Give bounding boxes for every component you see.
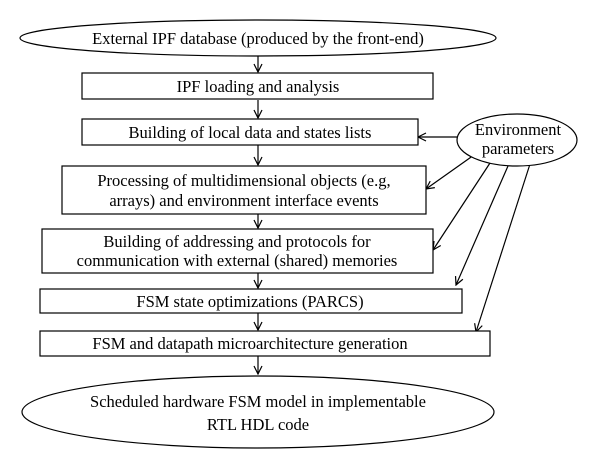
node-multidim-text-line1: Processing of multidimensional objects (… (97, 171, 390, 190)
node-ipf-loading: IPF loading and analysis (81, 72, 434, 100)
node-addressing-text-line1: Building of addressing and protocols for (103, 232, 371, 251)
edge-env-params-to-addressing (433, 162, 491, 250)
node-local-data: Building of local data and states lists (81, 118, 419, 146)
node-multidim: Processing of multidimensional objects (… (61, 165, 427, 215)
node-addressing-text-line2: communication with external (shared) mem… (77, 251, 398, 270)
node-env-params-text-line2: parameters (482, 139, 554, 158)
node-fsm-datapath-text: FSM and datapath microarchitecture gener… (92, 334, 407, 353)
node-addressing: Building of addressing and protocols for… (41, 228, 434, 274)
node-scheduled-model-text-line1: Scheduled hardware FSM model in implemen… (90, 392, 426, 411)
node-fsm-opt-text: FSM state optimizations (PARCS) (136, 292, 363, 311)
node-fsm-datapath: FSM and datapath microarchitecture gener… (39, 330, 491, 357)
node-env-params: Environment parameters (456, 113, 578, 167)
node-local-data-text: Building of local data and states lists (129, 123, 372, 142)
node-scheduled-model-text-line2: RTL HDL code (207, 415, 309, 434)
node-fsm-opt: FSM state optimizations (PARCS) (39, 288, 463, 314)
node-multidim-text-line2: arrays) and environment interface events (109, 191, 378, 210)
edge-env-params-to-fsm-datapath (476, 163, 531, 332)
edge-env-params-to-fsm-opt (456, 165, 509, 285)
node-external-db-text: External IPF database (produced by the f… (92, 29, 424, 48)
node-scheduled-model: Scheduled hardware FSM model in implemen… (21, 375, 495, 449)
node-external-db: External IPF database (produced by the f… (19, 19, 497, 57)
node-ipf-loading-text: IPF loading and analysis (177, 77, 340, 96)
flow-connectors (258, 56, 531, 374)
node-env-params-text-line1: Environment (475, 120, 562, 139)
edge-env-params-to-multidim (426, 154, 475, 189)
